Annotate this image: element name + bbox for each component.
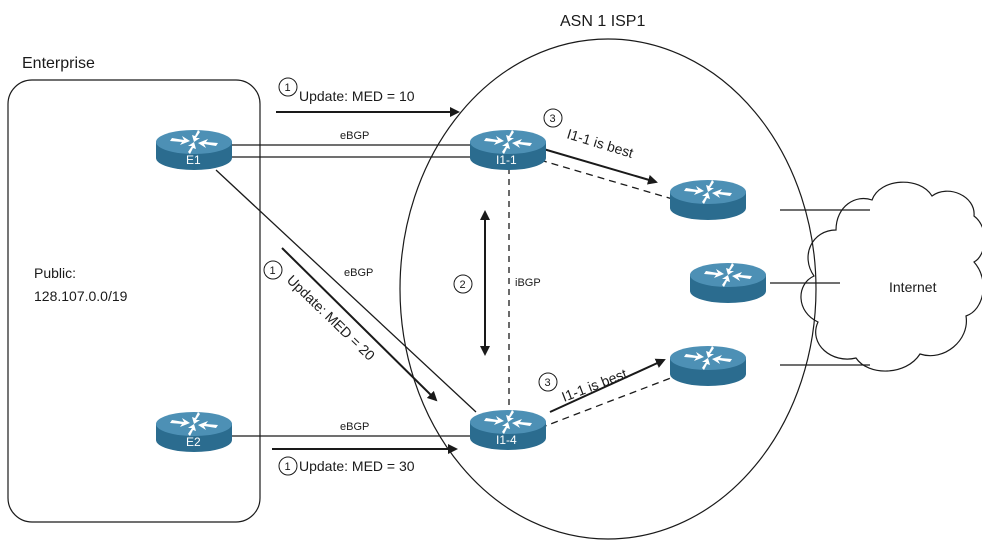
ibgp-label: iBGP (515, 277, 541, 289)
step1-top-num: 1 (285, 82, 291, 94)
step1-top-text: Update: MED = 10 (299, 88, 415, 104)
step3-bot-text: I1-1 is best (559, 365, 629, 405)
step3-bot-badge (538, 372, 558, 392)
step1-mid-text: Update: MED = 20 (284, 272, 378, 364)
link-e1-i14 (215, 169, 477, 413)
public-label: Public: (34, 265, 76, 281)
step2-badge (453, 274, 473, 294)
step3-top-text: I1-1 is best (565, 126, 635, 161)
step1-bot-badge (278, 456, 298, 476)
step2-num: 2 (460, 279, 466, 291)
step1-mid-arrow (281, 247, 438, 402)
step3-bot-num: 3 (545, 377, 551, 389)
ebgp-top-label: eBGP (340, 130, 369, 142)
internet-label: Internet (889, 279, 937, 295)
router-isp-bottom[interactable] (670, 346, 746, 386)
step1-mid-badge (263, 260, 283, 280)
step3-top-arrow (539, 147, 658, 185)
router-e2-label: E2 (186, 435, 201, 449)
enterprise-box (7, 79, 261, 523)
step3-bot-arrow (549, 358, 666, 413)
link-i14-r3 (539, 375, 677, 429)
public-prefix: 128.107.0.0/19 (34, 288, 128, 304)
router-e2[interactable]: E2 (156, 412, 232, 452)
router-i11[interactable]: I1-1 (470, 130, 546, 170)
internet-cloud (800, 181, 982, 372)
ebgp-bottom-label: eBGP (340, 421, 369, 433)
ebgp-diag-label: eBGP (344, 267, 373, 279)
router-e1[interactable]: E1 (156, 130, 232, 170)
step1-bot-num: 1 (285, 461, 291, 473)
router-isp-middle[interactable] (690, 263, 766, 303)
router-i11-label: I1-1 (496, 153, 517, 167)
step1-mid-num: 1 (270, 265, 276, 277)
router-i14[interactable]: I1-4 (470, 410, 546, 450)
step1-top-badge (278, 77, 298, 97)
enterprise-title: Enterprise (22, 55, 95, 72)
router-isp-top[interactable] (670, 180, 746, 220)
step1-bot-text: Update: MED = 30 (299, 458, 415, 474)
step3-top-num: 3 (550, 113, 556, 125)
router-e1-label: E1 (186, 153, 201, 167)
router-i14-label: I1-4 (496, 433, 517, 447)
isp-boundary (399, 38, 817, 540)
step3-top-badge (543, 108, 563, 128)
link-i11-r1 (539, 159, 677, 201)
isp-title: ASN 1 ISP1 (560, 13, 645, 30)
